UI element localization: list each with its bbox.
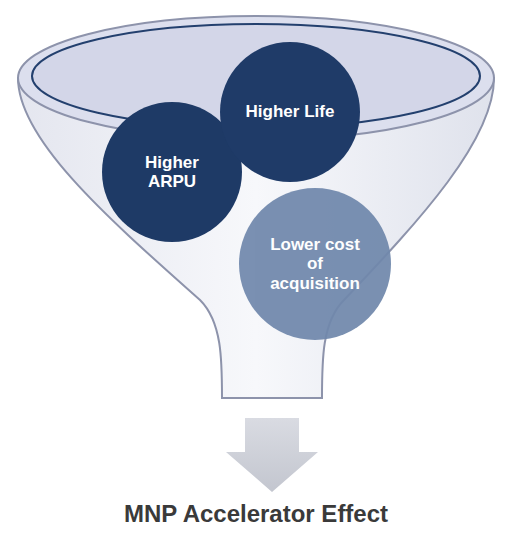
circle-label: Higher Life [235, 102, 345, 121]
circle-label: Higher ARPU [127, 153, 217, 191]
funnel-circle: Higher Life [220, 42, 360, 182]
funnel-circle: Lower cost of acquisition [239, 188, 391, 340]
circle-label: Lower cost of acquisition [265, 235, 365, 292]
down-arrow [226, 418, 318, 492]
caption: MNP Accelerator Effect [0, 500, 512, 528]
